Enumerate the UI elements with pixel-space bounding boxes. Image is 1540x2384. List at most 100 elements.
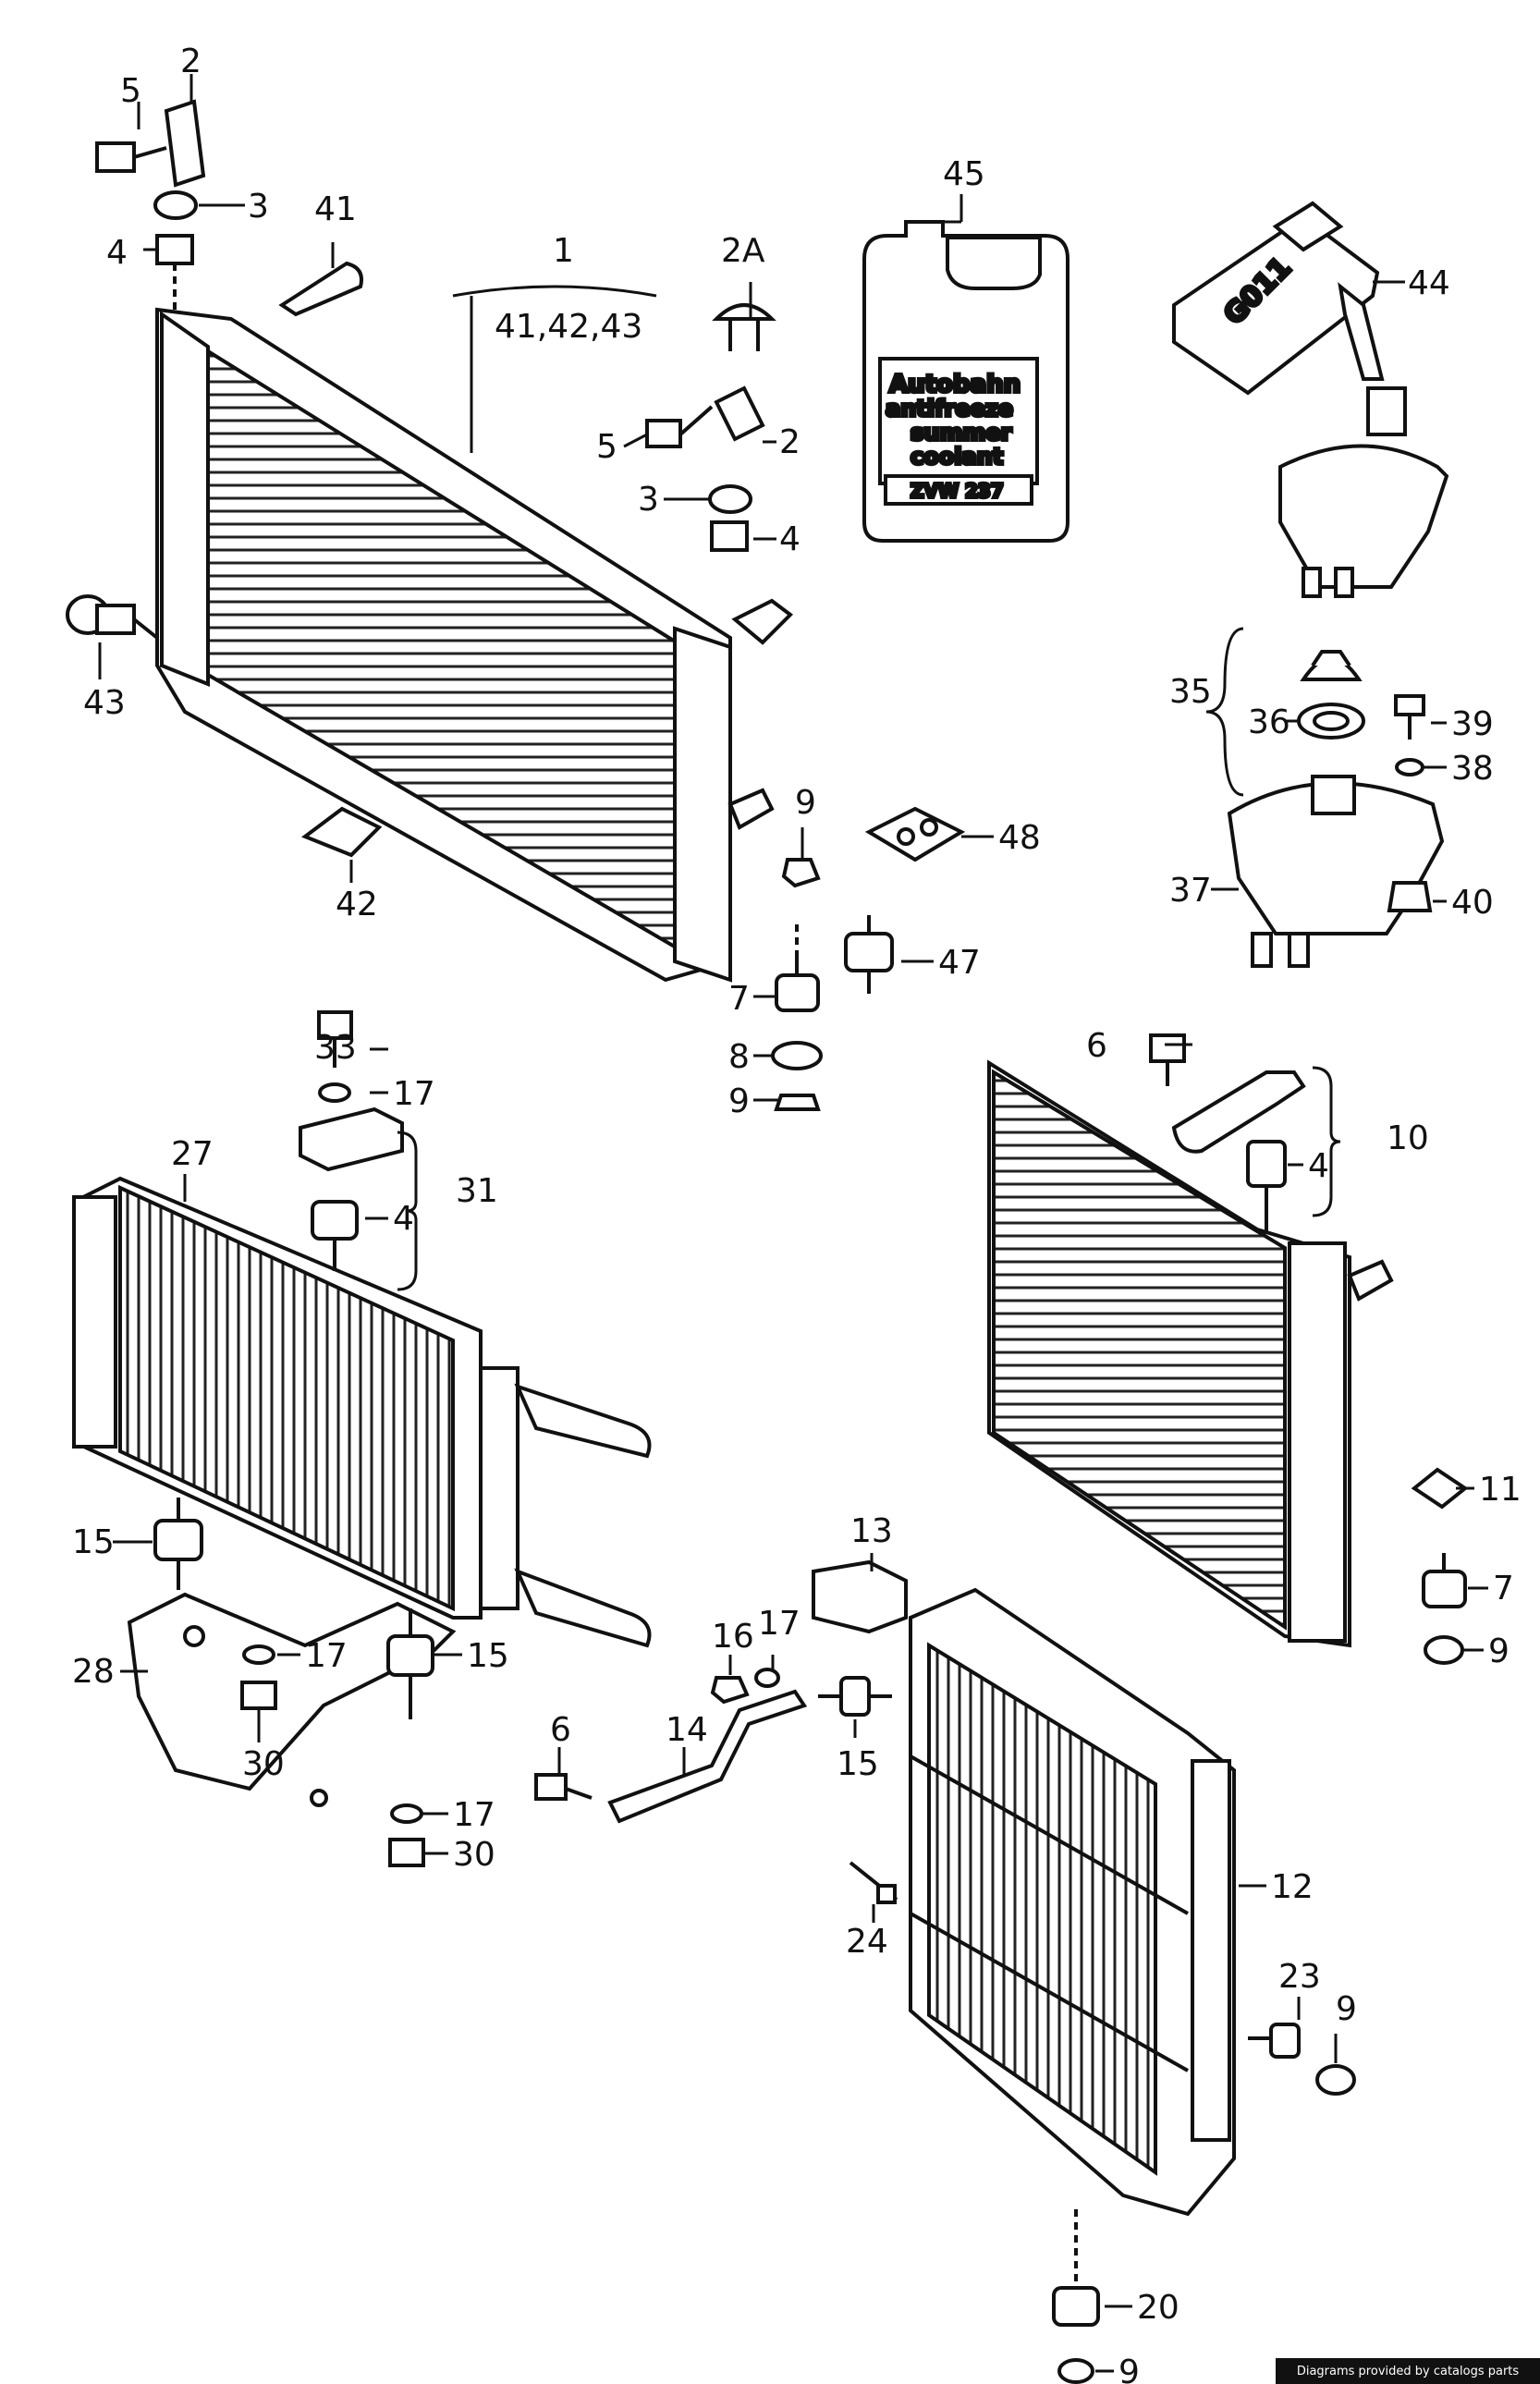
callout-5-right: 5 — [596, 428, 617, 466]
nut-9-bottom — [1057, 2358, 1094, 2384]
mount-15-b — [386, 1608, 434, 1719]
callout-2-right: 2 — [779, 423, 801, 461]
main-radiator — [155, 307, 794, 983]
callout-23: 23 — [1278, 1958, 1321, 1996]
rubber-pad-48 — [864, 806, 966, 862]
bracket-28 — [127, 1592, 457, 1807]
callout-8: 8 — [728, 1038, 750, 1076]
callout-24: 24 — [846, 1923, 888, 1961]
callout-9-bottom-right: 9 — [1336, 1990, 1357, 2028]
bracket-14 — [607, 1689, 808, 1824]
callout-2A: 2A — [721, 232, 765, 270]
callout-13: 13 — [850, 1512, 893, 1550]
mount-4-left — [311, 1200, 359, 1271]
callout-4-top: 4 — [106, 234, 128, 272]
coolant-jug: Autobahn antifreeze summer coolant ZVW 2… — [862, 220, 1069, 543]
left-radiator — [72, 1176, 652, 1648]
washer-17-mid2 — [754, 1668, 780, 1688]
washer-38 — [1395, 758, 1424, 776]
callout-31: 31 — [456, 1172, 498, 1210]
callout-33: 33 — [314, 1029, 357, 1067]
nut-30-low — [388, 1838, 425, 1867]
callout-39: 39 — [1451, 705, 1494, 743]
callout-6-right: 6 — [1086, 1027, 1107, 1065]
callout-17-mid: 17 — [305, 1637, 348, 1675]
callout-1: 1 — [553, 232, 574, 270]
cap-2A — [712, 303, 776, 351]
callout-14: 14 — [666, 1711, 708, 1749]
nut-30-mid — [240, 1681, 277, 1710]
callout-40: 40 — [1451, 884, 1494, 922]
washer-17-low — [390, 1803, 423, 1824]
callout-6-mid: 6 — [550, 1711, 571, 1749]
callout-16: 16 — [712, 1618, 754, 1656]
callout-15-mid: 15 — [467, 1637, 509, 1675]
mount-15-a — [153, 1498, 203, 1590]
callout-44: 44 — [1408, 264, 1450, 302]
callout-28: 28 — [72, 1653, 115, 1691]
mount-stack-bottom — [771, 924, 823, 1111]
callout-15-right: 15 — [837, 1745, 879, 1783]
callout-38: 38 — [1451, 750, 1494, 788]
mount-stack-right — [645, 385, 765, 552]
expansion-tank-37 — [1227, 775, 1445, 968]
callout-4-right: 4 — [779, 520, 801, 558]
jug-label-line3: summer — [911, 420, 1012, 446]
mount-20 — [1052, 2209, 1100, 2327]
callout-labels: 1 41,42,43 2 5 3 4 41 2A 5 2 3 4 45 44 4… — [72, 43, 1522, 2384]
jug-label-line4: coolant — [911, 444, 1003, 470]
sensor-23 — [1248, 2023, 1301, 2059]
callout-17-low: 17 — [453, 1796, 495, 1834]
callout-15-left: 15 — [72, 1523, 115, 1561]
callout-9-upper: 9 — [795, 784, 816, 822]
callout-17-mid2: 17 — [758, 1605, 801, 1643]
callout-27: 27 — [171, 1135, 214, 1173]
callout-30-low: 30 — [453, 1836, 495, 1874]
bracket-10 — [1149, 1033, 1306, 1154]
callout-12: 12 — [1271, 1868, 1314, 1906]
mount-7-right — [1422, 1553, 1467, 1608]
washer-17-mid — [242, 1644, 275, 1665]
callout-4-far-right: 4 — [1308, 1147, 1329, 1185]
jug-label-line2: antifreeze — [886, 396, 1013, 422]
callout-36: 36 — [1248, 703, 1290, 741]
callout-3-right: 3 — [638, 481, 659, 519]
expansion-tank-upper — [1278, 386, 1449, 598]
seal-ring-36 — [1297, 703, 1365, 740]
bottom-radiator — [909, 1587, 1236, 2217]
bracket-41 — [278, 261, 363, 317]
callout-11: 11 — [1479, 1471, 1522, 1509]
callout-9-mid: 9 — [728, 1082, 750, 1120]
nut-9-right — [1424, 1635, 1464, 1665]
callout-9-bottom: 9 — [1118, 2353, 1140, 2384]
callout-9-right: 9 — [1488, 1632, 1509, 1670]
callout-3-top: 3 — [248, 188, 269, 226]
rubber-mount-47 — [844, 915, 894, 994]
callout-41: 41 — [314, 190, 357, 228]
tank-cap-35 — [1300, 650, 1363, 681]
callout-1-subparts: 41,42,43 — [495, 308, 642, 346]
clip-42 — [300, 806, 383, 858]
nut-9-bottom-right — [1315, 2064, 1356, 2096]
jug-label-line1: Autobahn — [889, 371, 1021, 398]
bracket-13 — [812, 1559, 908, 1634]
clip-40 — [1387, 881, 1433, 912]
callout-20: 20 — [1137, 2289, 1179, 2327]
right-radiator — [987, 1059, 1394, 1648]
washer-17-top — [318, 1082, 351, 1103]
callout-5-top: 5 — [120, 72, 141, 110]
callout-7-left: 7 — [728, 980, 750, 1018]
callout-10: 10 — [1387, 1119, 1429, 1157]
callout-45: 45 — [943, 155, 985, 193]
callout-30-mid: 30 — [242, 1745, 285, 1783]
callout-17-top: 17 — [393, 1075, 435, 1113]
leader-lines — [98, 74, 1488, 2373]
callout-4-left: 4 — [393, 1200, 414, 1238]
bolt-33 — [317, 1010, 353, 1068]
coolant-canister: G011 — [1172, 201, 1385, 396]
nut-16 — [710, 1676, 750, 1705]
bracket-31 — [299, 1106, 404, 1172]
callout-47: 47 — [938, 944, 981, 982]
mount-15-c — [818, 1676, 892, 1717]
